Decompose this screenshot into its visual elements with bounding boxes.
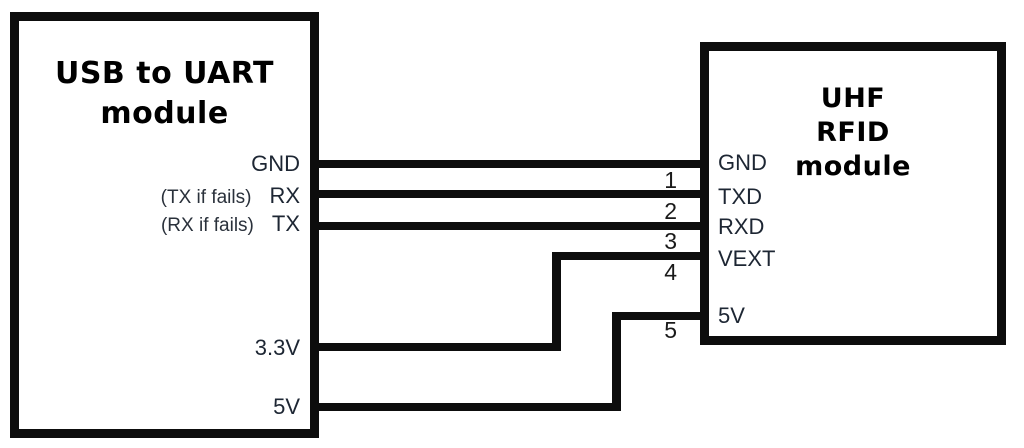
left-pin-gnd-label: GND xyxy=(251,151,300,176)
wire-number-1: 1 xyxy=(664,167,677,193)
wire-5v-5v-horizontal-bottom xyxy=(315,403,620,411)
uhf-rfid-title-line3: module xyxy=(795,151,911,182)
left-pin-rx-label: RX xyxy=(269,183,300,208)
left-pin-tx-label: TX xyxy=(271,211,300,236)
left-pin-5v-label: 5V xyxy=(273,394,300,419)
left-pin-rx: (TX if fails) RX xyxy=(161,183,300,211)
uhf-rfid-title-line1: UHF xyxy=(820,83,886,114)
uhf-rfid-module-box: UHF RFID module xyxy=(700,42,1006,345)
wire-gnd-gnd xyxy=(315,160,708,168)
wire-number-2: 2 xyxy=(664,198,677,224)
right-pin-txd: TXD xyxy=(718,184,762,209)
wire-5v-5v-horizontal-top xyxy=(612,312,708,320)
wire-rx-txd xyxy=(315,190,708,198)
uhf-rfid-module-title: UHF RFID module xyxy=(709,82,997,184)
left-pin-tx: (RX if fails) TX xyxy=(161,211,300,239)
right-pin-gnd: GND xyxy=(718,150,767,175)
left-pin-3v3: 3.3V xyxy=(255,335,300,361)
left-pin-3v3-label: 3.3V xyxy=(254,335,300,360)
wire-number-4: 4 xyxy=(664,259,677,285)
usb-uart-module-box: USB to UART module xyxy=(10,12,319,438)
wire-number-5: 5 xyxy=(664,317,677,343)
usb-uart-title-line1: USB to UART xyxy=(54,56,275,91)
left-pin-gnd: GND xyxy=(251,151,300,177)
left-pin-rx-annotation: (TX if fails) xyxy=(160,187,252,208)
wire-vext-3v3-horizontal-bottom xyxy=(315,343,561,351)
wire-5v-5v-vertical xyxy=(612,312,621,411)
wire-tx-rxd xyxy=(315,222,708,230)
right-pin-5v: 5V xyxy=(718,303,745,328)
wire-vext-3v3-horizontal-top xyxy=(552,252,708,260)
usb-uart-module-title: USB to UART module xyxy=(19,54,310,134)
left-pin-5v: 5V xyxy=(273,394,300,420)
right-pin-rxd: RXD xyxy=(718,214,765,239)
usb-uart-title-line2: module xyxy=(100,96,229,131)
wire-number-3: 3 xyxy=(664,228,677,254)
right-pin-vext: VEXT xyxy=(718,246,776,271)
left-pin-tx-annotation: (RX if fails) xyxy=(160,215,254,236)
wire-vext-3v3-vertical xyxy=(552,252,561,351)
uhf-rfid-title-line2: RFID xyxy=(816,117,890,148)
